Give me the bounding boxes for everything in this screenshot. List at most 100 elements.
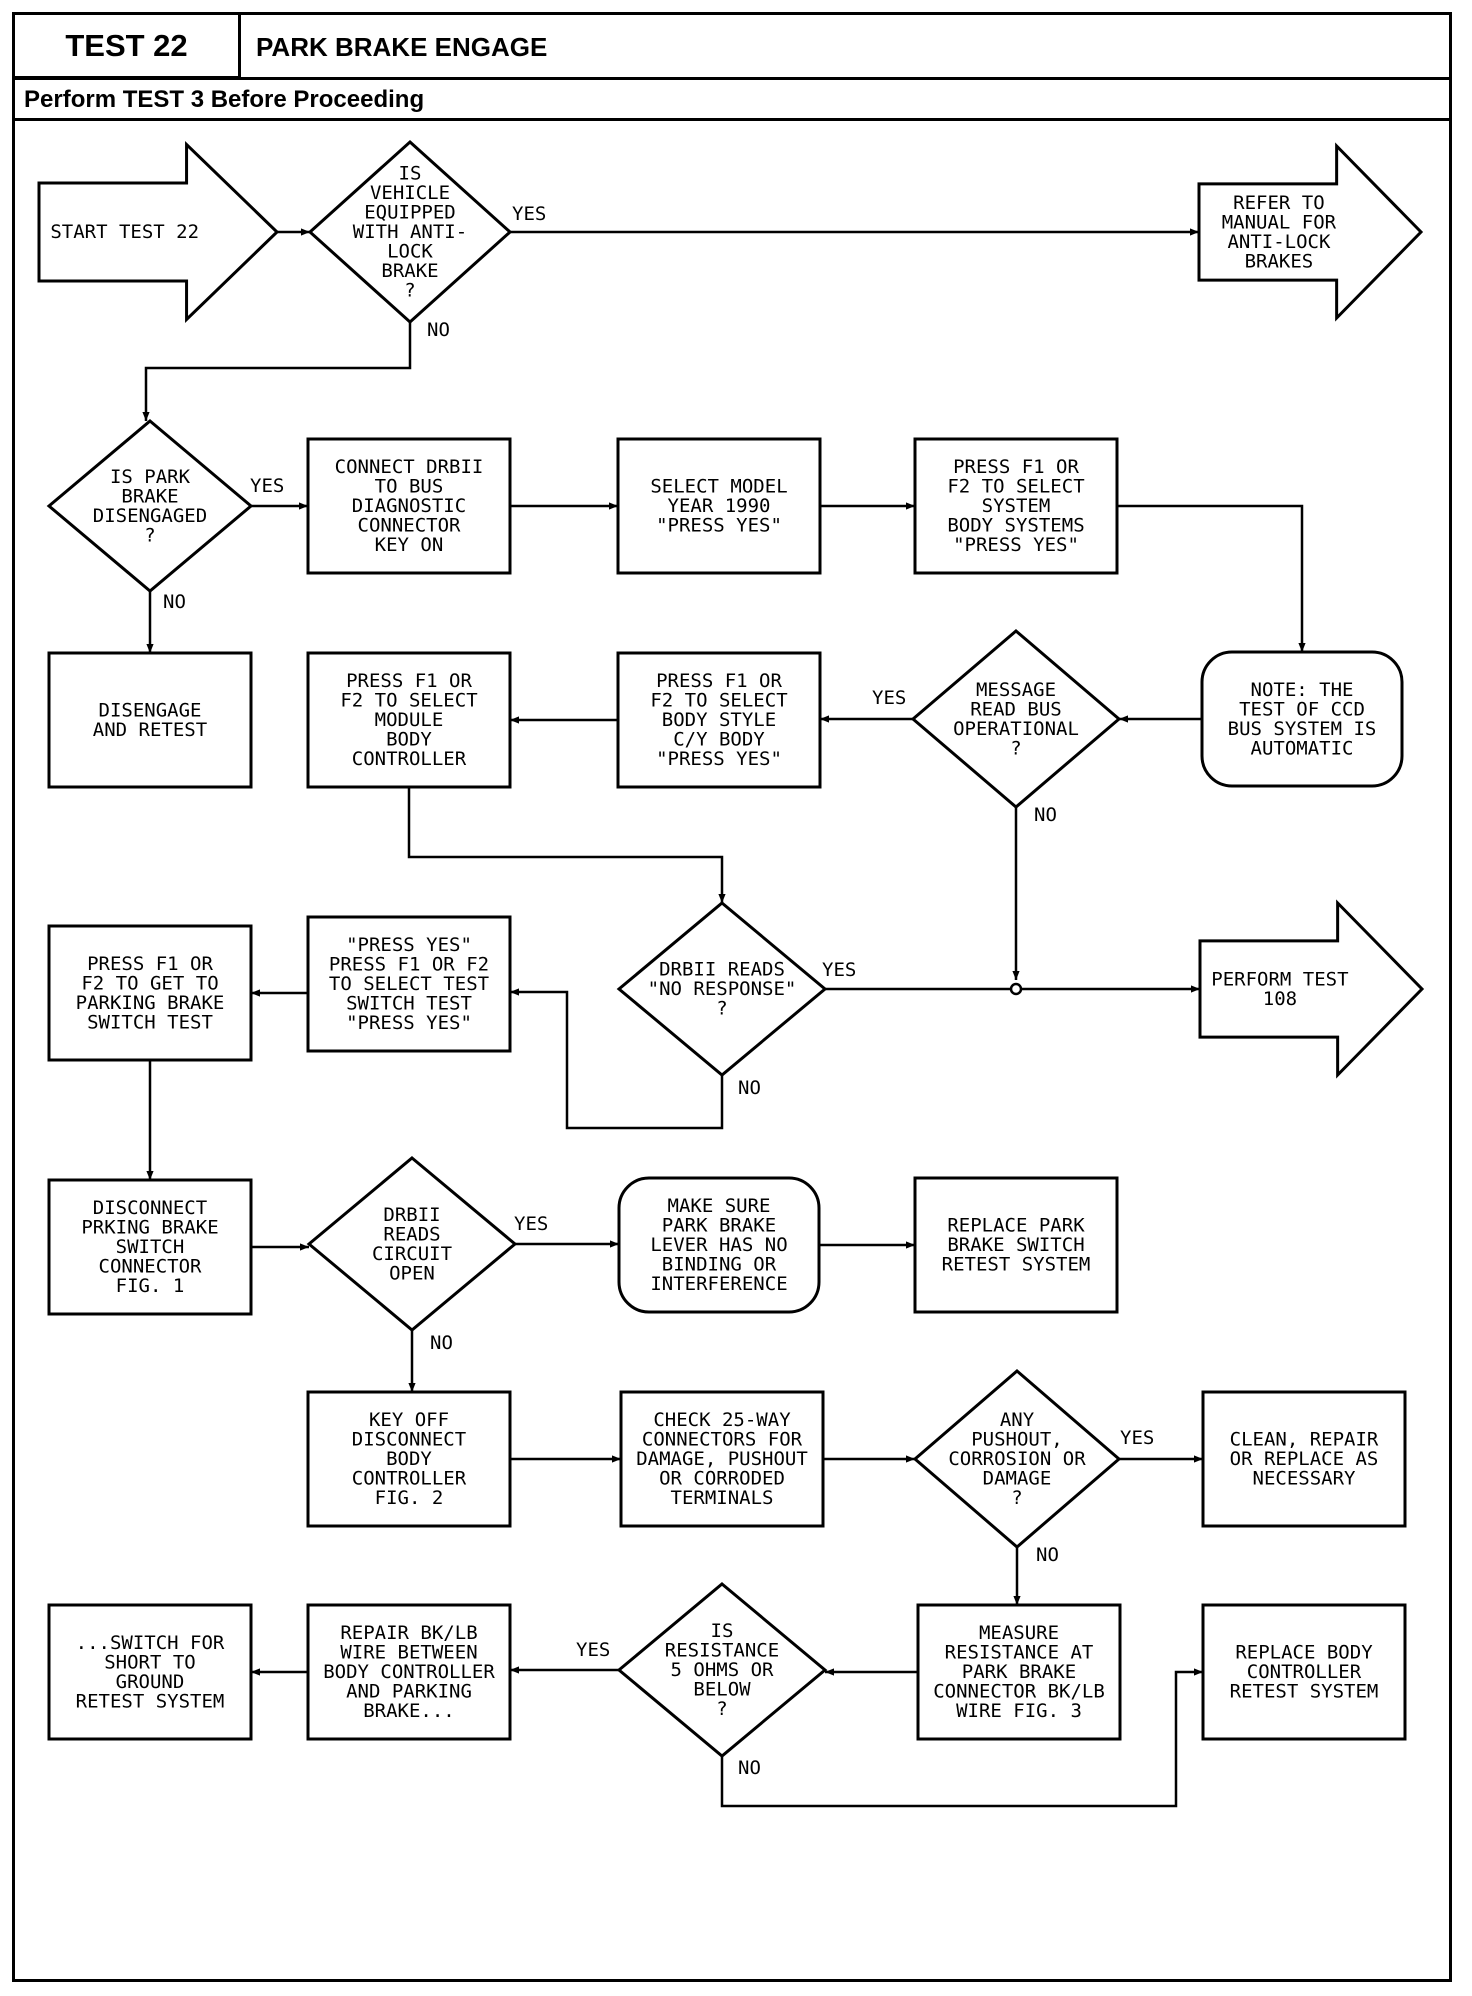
node-text: DISCONNECT (352, 1429, 466, 1451)
node-text: 5 OHMS OR (671, 1659, 775, 1681)
node-shape (1198, 899, 1425, 1079)
edge-label-bus-yes: YES (872, 687, 906, 709)
edge-label-park-yes: YES (250, 475, 284, 497)
node-text: ? (144, 524, 155, 546)
node-text: CONNECTORS FOR (642, 1429, 803, 1451)
node-shape (47, 1603, 253, 1741)
node-text: F2 TO SELECT (947, 476, 1084, 498)
node-text: BRAKE SWITCH (947, 1234, 1084, 1256)
node-text: TO BUS (375, 476, 444, 498)
edge-label-park-no: NO (163, 591, 186, 613)
connector-layer (142, 228, 1306, 1808)
node-shape (47, 651, 253, 789)
node-text: GROUND (116, 1671, 185, 1693)
node-text: "NO RESPONSE" (648, 978, 797, 1000)
node-text: ? (1010, 737, 1021, 759)
node-text: BODY (386, 1448, 432, 1470)
node-text: MODULE (375, 709, 444, 731)
node-text: PERFORM TEST (1211, 968, 1348, 990)
node-text: BINDING OR (662, 1254, 777, 1276)
node-text: SYSTEM (982, 495, 1051, 517)
node-text: PRESS F1 OR (953, 456, 1079, 478)
node-shape (307, 139, 513, 325)
node-text: BRAKE (381, 260, 438, 282)
node-shape (616, 651, 822, 789)
node-text: WIRE FIG. 3 (956, 1700, 1082, 1722)
node-text: BRAKE (121, 485, 178, 507)
node-text: "PRESS YES" (953, 534, 1079, 556)
node-text: LOCK (387, 241, 433, 263)
node-text: REFER TO (1233, 192, 1325, 214)
node-text: CONNECTOR (99, 1256, 203, 1278)
node-shape (47, 1178, 253, 1316)
edge-label-open-yes: YES (514, 1213, 548, 1235)
node-text: IS PARK (110, 466, 191, 488)
edge-label-open-no: NO (430, 1332, 453, 1354)
edge-label-push-yes: YES (1120, 1427, 1154, 1449)
node-shape (616, 1582, 828, 1758)
node-text: AND PARKING (346, 1681, 472, 1703)
node-text: CONTROLLER (352, 1468, 467, 1490)
node-text: C/Y BODY (673, 729, 765, 751)
node-text: "PRESS YES" (346, 1012, 472, 1034)
node-text: DIAGNOSTIC (352, 495, 466, 517)
node-text: CONTROLLER (1247, 1661, 1362, 1683)
node-text: DISENGAGED (93, 505, 207, 527)
node-text: PRESS F1 OR (87, 953, 213, 975)
node-shape (617, 1176, 821, 1314)
header-divider-bottom (15, 118, 1449, 121)
node-text: DAMAGE, PUSHOUT (636, 1448, 808, 1470)
node-text: EQUIPPED (364, 202, 456, 224)
node-text: SWITCH TEST (87, 1011, 213, 1033)
node-text: DRBII (383, 1204, 440, 1226)
edge-label-push-no: NO (1036, 1544, 1059, 1566)
node-q-no-response: DRBII READS"NO RESPONSE"? (616, 901, 828, 1077)
edge-label-abs-no: NO (427, 319, 450, 341)
node-text: IS (399, 163, 422, 185)
node-text: BODY STYLE (662, 709, 776, 731)
node-shape (913, 437, 1119, 575)
node-start: START TEST 22 (37, 140, 280, 324)
node-text: RETEST SYSTEM (76, 1690, 225, 1712)
node-text: TO SELECT TEST (329, 973, 489, 995)
node-text: BODY SYSTEMS (947, 515, 1084, 537)
node-shape (912, 1369, 1122, 1549)
node-text: ? (404, 280, 415, 302)
node-text: OR REPLACE AS (1230, 1448, 1379, 1470)
node-text: MANUAL FOR (1222, 211, 1337, 233)
node-text: REPLACE BODY (1235, 1642, 1373, 1664)
node-text: ANTI-LOCK (1227, 231, 1331, 253)
node-text: WIRE BETWEEN (340, 1642, 477, 1664)
connector-abs-no (142, 322, 412, 421)
node-text: CIRCUIT (372, 1243, 452, 1265)
node-text: REPLACE PARK (947, 1215, 1085, 1237)
node-shape (1201, 1603, 1407, 1741)
node-shape (306, 437, 512, 575)
node-text: DAMAGE (983, 1468, 1052, 1490)
node-shape (916, 1603, 1122, 1741)
node-shape (616, 901, 828, 1077)
node-shape (1200, 650, 1404, 788)
node-text: MEASURE (979, 1622, 1059, 1644)
node-text: SWITCH TEST (346, 993, 472, 1015)
node-text: DISCONNECT (93, 1197, 207, 1219)
node-text: PRESS F1 OR F2 (329, 954, 489, 976)
